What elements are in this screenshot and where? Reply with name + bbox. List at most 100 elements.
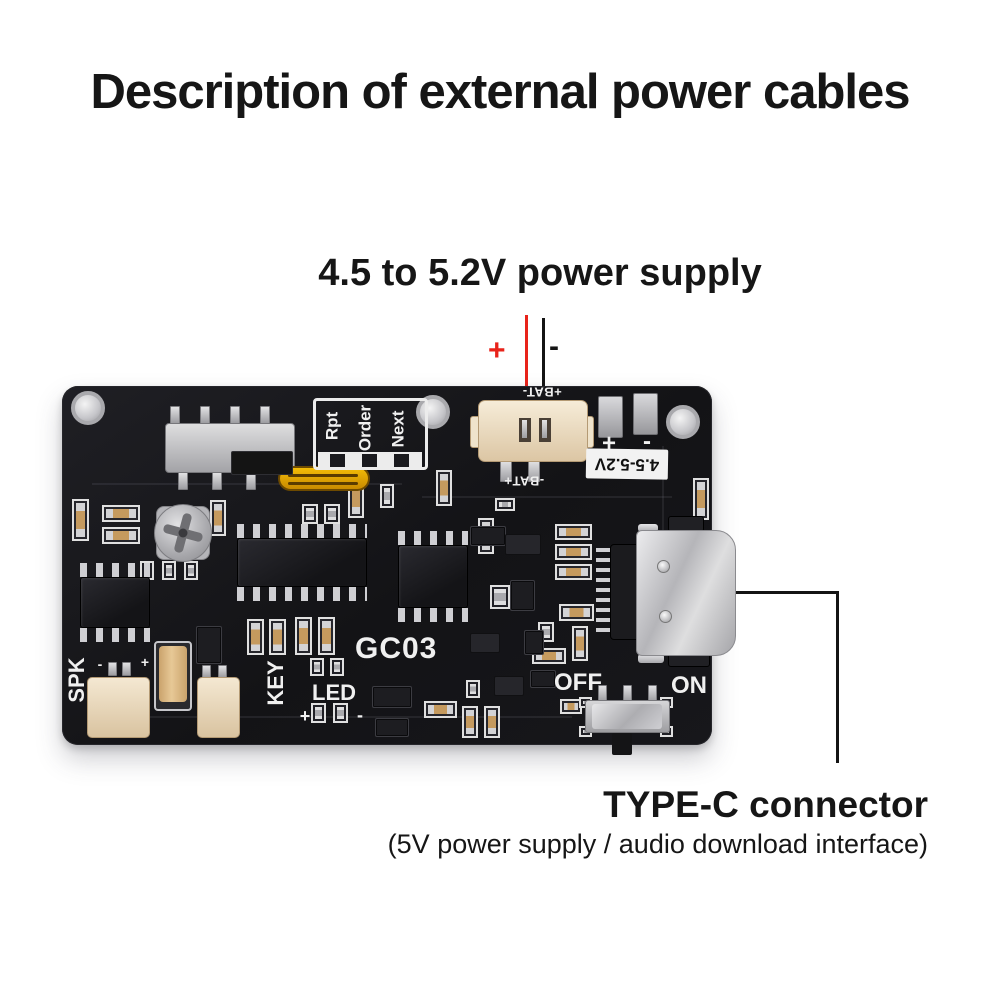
smd-resistor <box>247 619 264 655</box>
typec-label-block: TYPE-C connector (5V power supply / audi… <box>388 784 928 860</box>
power-switch-actuator[interactable] <box>612 733 632 755</box>
pcb-board: Rpt Order Next +BAT- -BAT+ + - 4.5-5.2V <box>62 384 736 755</box>
typec-connector[interactable] <box>636 530 736 656</box>
smd-resistor <box>269 619 286 655</box>
figure-title: Description of external power cables <box>90 65 910 119</box>
jst-pin-negative <box>542 420 547 438</box>
slide-switch-groove <box>288 474 358 477</box>
led-silk: LED <box>312 680 356 705</box>
positive-wire-line <box>525 315 528 415</box>
smd-resistor <box>484 706 500 738</box>
smd-diode <box>375 718 409 737</box>
flash-ic-pins-top <box>398 531 468 545</box>
pad-minus-silk: - <box>643 428 651 455</box>
typec-dimple <box>657 560 670 573</box>
electrolytic-capacitor <box>159 646 187 702</box>
flash-ic-pins-bottom <box>398 608 468 622</box>
trimmer-center <box>178 528 188 538</box>
main-mcu-ic <box>237 538 367 587</box>
jumper-label-order: Order <box>355 404 375 452</box>
smd-capacitor <box>333 703 348 723</box>
amp-ic-pins-bottom <box>80 628 150 642</box>
jumper-pad <box>362 454 377 467</box>
smd-resistor <box>693 478 709 520</box>
smd-diode <box>530 670 556 688</box>
key-connector[interactable] <box>197 677 240 738</box>
jumper-label-rpt: Rpt <box>322 411 342 441</box>
smd-resistor <box>559 604 594 621</box>
typec-label-subtitle: (5V power supply / audio download interf… <box>387 829 928 859</box>
power-supply-label: 4.5 to 5.2V power supply <box>318 252 762 294</box>
smd-resistor <box>318 617 335 655</box>
bat-silkscreen-bottom: -BAT+ <box>503 473 545 489</box>
smd-layer <box>62 386 712 745</box>
bat-silkscreen-top: +BAT- <box>522 384 562 400</box>
smd-capacitor <box>184 561 198 580</box>
smd-resistor <box>572 626 588 661</box>
pcb-trace <box>662 446 664 566</box>
smd-resistor <box>295 617 312 655</box>
on-silk: ON <box>671 672 707 699</box>
smd-resistor <box>72 499 89 541</box>
smd-resistor <box>102 527 140 544</box>
smd-capacitor <box>380 484 394 508</box>
smd-capacitor <box>302 504 318 524</box>
smd-capacitor <box>330 658 344 676</box>
pcb-trace <box>92 716 572 718</box>
smd-resistor <box>424 701 457 718</box>
smd-pad <box>170 406 180 424</box>
smd-resistor <box>555 544 592 560</box>
jst-pin-positive <box>522 420 527 438</box>
smd-pad <box>212 472 222 490</box>
typec-solder <box>638 524 658 532</box>
typec-solder <box>638 654 664 663</box>
main-ic-pins-top <box>237 524 367 538</box>
power-pad-positive <box>598 396 623 438</box>
smd-resistor <box>555 524 592 540</box>
key-silk: KEY <box>263 660 288 706</box>
voltage-range-text: 4.5-5.2V <box>594 454 660 475</box>
slide-switch-groove <box>288 482 358 485</box>
smd-pad <box>200 406 210 424</box>
smd-pad <box>260 406 270 424</box>
trimmer-potentiometer[interactable] <box>154 504 212 562</box>
spk-silk: SPK <box>64 657 89 703</box>
typec-callout-line-horizontal <box>707 591 838 594</box>
led-plus-silk: + <box>299 706 311 726</box>
typec-pins <box>596 548 612 636</box>
power-pad-negative <box>633 393 658 435</box>
typec-callout-line-vertical <box>836 591 839 763</box>
power-switch-body[interactable] <box>592 704 662 729</box>
smd-capacitor <box>310 658 324 676</box>
smd-pad <box>230 406 240 424</box>
mode-slide-switch[interactable] <box>165 423 370 491</box>
slide-switch-knob[interactable] <box>231 451 293 475</box>
main-ic-pins-bottom <box>237 587 367 601</box>
smd-capacitor <box>490 585 510 609</box>
mounting-hole <box>666 405 700 439</box>
smd-resistor <box>102 505 140 522</box>
off-silk: OFF <box>554 669 602 696</box>
smd-pad <box>122 662 131 676</box>
smd-capacitor <box>324 504 340 524</box>
negative-wire-line <box>542 318 545 416</box>
speaker-connector[interactable] <box>87 677 150 738</box>
smd-transistor <box>505 534 541 555</box>
smd-capacitor <box>162 561 176 580</box>
battery-jst-connector[interactable] <box>478 400 588 462</box>
board-model-silk: GC03 <box>355 632 438 665</box>
mounting-hole <box>71 391 105 425</box>
smd-capacitor <box>466 680 480 698</box>
flash-memory-ic <box>398 545 468 608</box>
smd-pad <box>178 472 188 490</box>
smd-capacitor <box>311 703 326 723</box>
smd-resistor <box>436 470 452 506</box>
smd-diode <box>524 630 544 655</box>
jumper-pad <box>394 454 409 467</box>
plus-sign: + <box>488 334 506 367</box>
jumper-label-next: Next <box>388 410 408 448</box>
smd-diode <box>372 686 412 708</box>
smd-capacitor <box>495 498 515 511</box>
led-minus-silk: - <box>357 705 363 725</box>
